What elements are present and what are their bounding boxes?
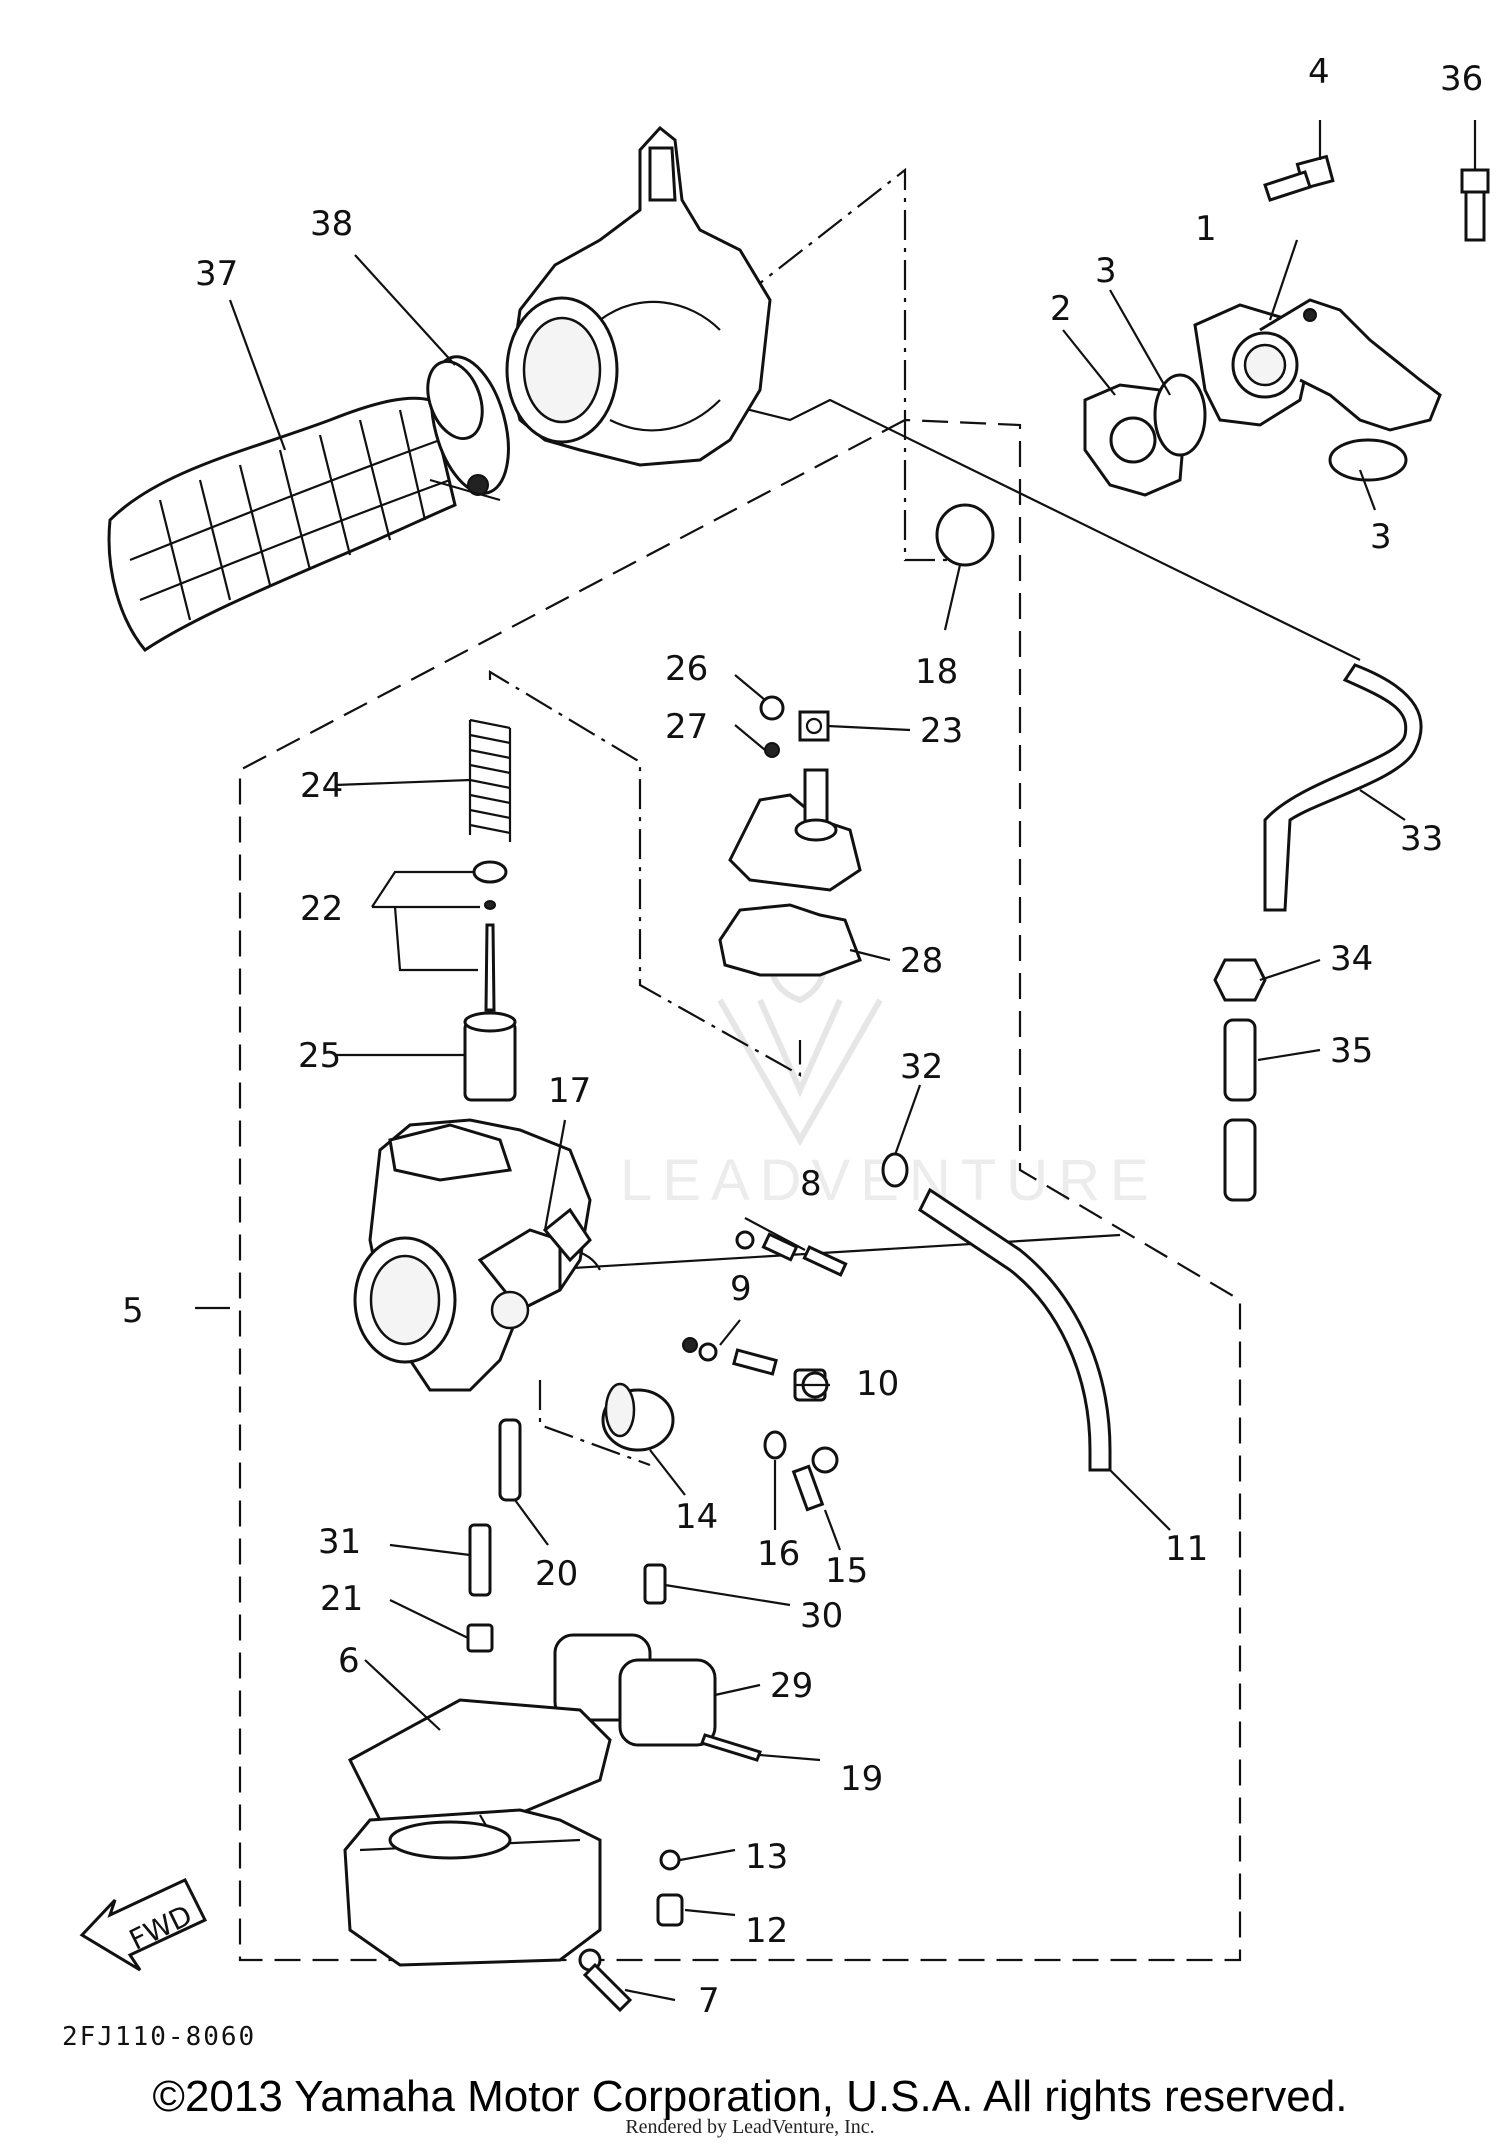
callout-28: 28: [900, 941, 943, 981]
callout-37: 37: [195, 254, 238, 294]
washer-13-part: [659, 1849, 681, 1871]
callout-21: 21: [320, 1579, 363, 1619]
callout-15: 15: [825, 1551, 868, 1591]
intake-manifold-part: [1193, 298, 1442, 432]
callout-35: 35: [1330, 1031, 1373, 1071]
callout-34: 34: [1330, 939, 1373, 979]
callout-7: 7: [698, 1981, 720, 2021]
callout-9: 9: [730, 1269, 752, 1309]
screw-12-part: [656, 1893, 684, 1927]
callout-31: 31: [318, 1522, 361, 1562]
nut-23-part: [798, 710, 830, 742]
callout-2: 2: [1050, 289, 1072, 329]
washer-27-part: [764, 742, 780, 758]
screw-36-part: [1460, 168, 1490, 242]
fitting-34-part: [1213, 958, 1267, 1002]
callout-32: 32: [900, 1047, 943, 1087]
fwd-arrow: FWD: [79, 1878, 208, 1972]
cover-gasket-28-part: [718, 903, 862, 977]
drawing-code: 2FJ110-8060: [62, 2022, 256, 2052]
guide-line-hose: [729, 398, 1361, 661]
callout-4: 4: [1308, 52, 1330, 92]
jet-21-part: [466, 1623, 494, 1653]
callout-6: 6: [338, 1641, 360, 1681]
bolt-4-part: [1263, 154, 1335, 202]
callouts: 1 2 3 3 4 5 6 7 8 9 10 11 12 13 14 15 16…: [122, 52, 1483, 2021]
callout-16: 16: [757, 1534, 800, 1574]
callout-20: 20: [535, 1554, 578, 1594]
hose-11-part: [918, 1187, 1112, 1472]
float-bowl-part: [343, 1808, 602, 1967]
hose-33-part: [1263, 663, 1423, 912]
guide-line-pilot: [539, 1233, 1121, 1272]
carburetor-body-main: [353, 1118, 601, 1392]
guide-line-slide: [488, 670, 802, 1077]
screw-15-part: [791, 1446, 839, 1512]
callout-3-upper: 3: [1095, 251, 1117, 291]
callout-3-lower: 3: [1370, 517, 1392, 557]
carburetor-body-upper: [505, 125, 772, 467]
rendered-by-credit: Rendered by LeadVenture, Inc.: [625, 2116, 875, 2138]
idle-screw-9-part: [682, 1337, 778, 1376]
callout-24: 24: [300, 766, 343, 806]
float-29-part: [553, 1633, 717, 1747]
callout-23: 23: [920, 711, 963, 751]
callout-8: 8: [800, 1164, 822, 1204]
callout-19: 19: [840, 1759, 883, 1799]
intake-boot-part: [107, 355, 510, 652]
kit-boundary: [238, 418, 1242, 1962]
float-valve-30-part: [643, 1563, 667, 1605]
cap-26-part: [759, 695, 785, 721]
guide-line-carb-top: [699, 167, 955, 562]
cap-14-part: [601, 1382, 675, 1452]
leader-lines: [195, 120, 1477, 2002]
callout-30: 30: [800, 1596, 843, 1636]
copyright-notice: ©2013 Yamaha Motor Corporation, U.S.A. A…: [152, 2072, 1348, 2121]
callout-14: 14: [675, 1497, 718, 1537]
o-ring-lower-part: [1328, 438, 1408, 482]
throttle-slide-25-part: [463, 1011, 517, 1102]
callout-10: 10: [856, 1364, 899, 1404]
callout-26: 26: [665, 649, 708, 689]
pin-19-part: [700, 1733, 762, 1762]
needle-22-part: [472, 860, 508, 1012]
o-ring-18-part: [935, 503, 995, 567]
hose-35-part: [1223, 1018, 1257, 1102]
clip-32-part: [881, 1152, 909, 1188]
callout-11: 11: [1165, 1529, 1208, 1569]
callout-38: 38: [310, 204, 353, 244]
o-ring-upper-part: [1153, 373, 1207, 457]
callout-5: 5: [122, 1291, 144, 1331]
clip-16-part: [763, 1430, 787, 1460]
drain-screw-7-part: [578, 1948, 633, 2013]
callout-12: 12: [745, 1911, 788, 1951]
callout-33: 33: [1400, 819, 1443, 859]
pilot-screw-8-part: [735, 1230, 848, 1277]
callout-13: 13: [745, 1837, 788, 1877]
clamp-band-part: [426, 359, 484, 441]
jet-31-part: [468, 1523, 492, 1597]
callout-17: 17: [548, 1071, 591, 1111]
spring-24-part: [468, 718, 512, 842]
callout-29: 29: [770, 1666, 813, 1706]
callout-25: 25: [298, 1036, 341, 1076]
callout-27: 27: [665, 707, 708, 747]
callout-22: 22: [300, 889, 343, 929]
callout-1: 1: [1195, 209, 1217, 249]
callout-18: 18: [915, 652, 958, 692]
needle-jet-20-part: [498, 1418, 522, 1502]
chamber-top-part: [728, 768, 862, 892]
hose-35-lower-part: [1223, 1118, 1257, 1202]
bowl-gasket-6-part: [348, 1698, 612, 1832]
guide-line-float: [538, 1380, 651, 1467]
callout-36: 36: [1440, 59, 1483, 99]
